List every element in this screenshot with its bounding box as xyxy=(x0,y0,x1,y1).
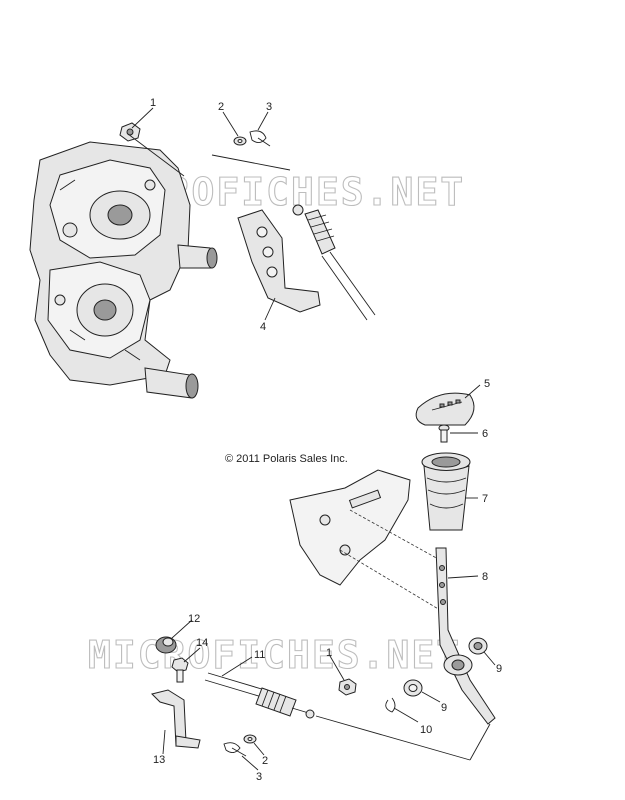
alignment-line-1 xyxy=(349,509,441,561)
callout-10: 10 xyxy=(420,724,432,736)
cable-bracket-bottom xyxy=(151,689,201,749)
clip-bottom xyxy=(223,742,247,757)
shift-cable-top xyxy=(292,204,376,321)
callout-14: 14 xyxy=(196,637,208,649)
shift-lever xyxy=(435,547,496,725)
linkage-line-top xyxy=(211,154,291,171)
transmission-assembly xyxy=(29,141,218,399)
bushing-right xyxy=(468,637,488,655)
cable-clamp-knob xyxy=(155,636,177,654)
callout-3-top: 3 xyxy=(266,101,272,113)
e-clip xyxy=(385,697,396,713)
callout-11: 11 xyxy=(254,649,265,661)
shift-boot xyxy=(421,452,471,531)
copyright-text: © 2011 Polaris Sales Inc. xyxy=(225,453,348,465)
nut-bottom xyxy=(338,678,357,696)
clip-top xyxy=(249,130,271,147)
callout-8: 8 xyxy=(482,571,488,583)
callout-3-bottom: 3 xyxy=(256,771,262,783)
callout-2-bottom: 2 xyxy=(262,755,268,767)
leader-lines xyxy=(127,107,496,771)
watermark-bottom: MICROFICHES.NET xyxy=(88,633,461,677)
knob-screw xyxy=(438,424,450,443)
washer-bottom xyxy=(243,734,257,744)
callout-6: 6 xyxy=(482,428,488,440)
shift-knob xyxy=(415,392,475,426)
callout-9-washer: 9 xyxy=(441,702,447,714)
callout-4: 4 xyxy=(260,321,266,333)
shift-mount-bracket xyxy=(289,469,411,586)
linkage-line-lever xyxy=(469,723,491,761)
callout-12: 12 xyxy=(188,613,200,625)
callout-5: 5 xyxy=(484,378,490,390)
shift-bracket-top xyxy=(237,209,321,313)
callout-9-right: 9 xyxy=(496,663,502,675)
callout-2-top: 2 xyxy=(218,101,224,113)
callout-1-top: 1 xyxy=(150,97,156,109)
nut-top xyxy=(119,122,141,142)
callout-13: 13 xyxy=(153,754,165,766)
callout-1-bottom: 1 xyxy=(326,647,332,659)
alignment-line-2 xyxy=(339,549,441,611)
washer-top xyxy=(233,136,247,146)
washer-lower xyxy=(403,679,423,697)
callout-7: 7 xyxy=(482,493,488,505)
shift-cable-bottom xyxy=(204,672,315,719)
linkage-line-bottom xyxy=(315,715,471,761)
